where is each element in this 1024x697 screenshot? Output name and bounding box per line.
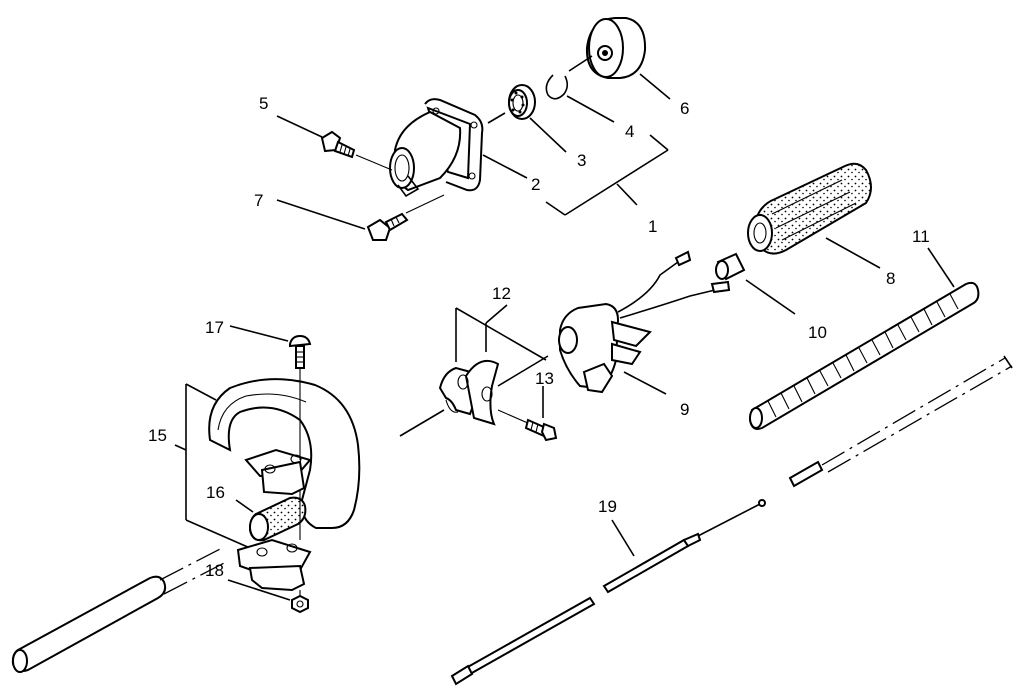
part-lower-clamp [236,360,312,596]
part-handle-bolt [229,325,312,369]
part-lower-shaft-tube [11,547,227,673]
callout-10: 10 [808,323,827,342]
callout-12: 12 [492,284,511,303]
part-collar [715,252,796,315]
part-bolt-lower [276,194,445,241]
leader-6 [639,73,671,100]
part-corrugated-tube [748,247,980,430]
part-screw [497,386,558,442]
part-throttle-housing [558,250,731,395]
part-clutch-drum [568,17,647,79]
callout-19: 19 [598,497,617,516]
part-nut [227,579,309,614]
callout-4: 4 [625,122,634,141]
callout-5: 5 [259,94,268,113]
callout-11: 11 [912,227,930,246]
part-snap-ring [545,74,569,100]
part-throttle-grip [747,162,881,269]
callout-15: 15 [148,426,167,445]
part-bolt-upper [276,115,393,171]
callout-18: 18 [205,561,224,580]
assembly-bracket-1 [545,134,669,216]
part-loop-handle [174,378,361,549]
leader-3 [529,117,567,153]
callout-2: 2 [531,175,540,194]
part-clutch-housing [389,98,484,198]
callout-1: 1 [648,217,657,236]
callout-6: 6 [680,99,689,118]
part-bearing [487,84,536,124]
callout-8: 8 [886,269,895,288]
part-clamp [399,304,549,437]
callout-16: 16 [206,483,225,502]
part-drive-shaft [788,355,1013,488]
callout-7: 7 [254,191,263,210]
part-grip-sleeve [235,496,307,542]
callout-3: 3 [577,151,586,170]
callout-17: 17 [205,318,224,337]
callout-9: 9 [680,400,689,419]
leader-4 [566,95,615,123]
part-flex-cable [450,499,766,686]
callout-13: 13 [535,369,554,388]
leader-2 [482,154,528,179]
